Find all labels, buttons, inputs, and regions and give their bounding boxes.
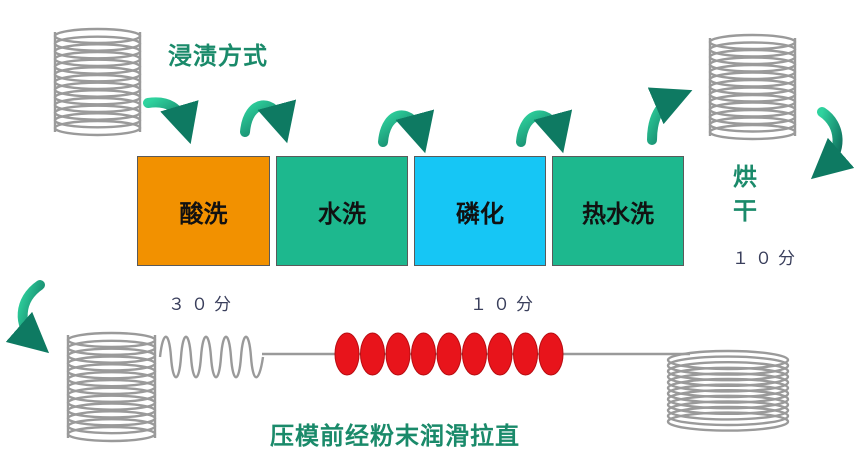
powder-bead (436, 332, 462, 376)
step-phosphating-label: 磷化 (456, 199, 504, 228)
powder-bead (411, 332, 436, 376)
step-hot-water-wash: 热水洗 (552, 156, 684, 266)
step-acid-wash: 酸洗 (137, 156, 270, 266)
arrow-to-phosphating (378, 109, 435, 154)
coil-bottom-right (666, 349, 790, 432)
arrow-from-drying (810, 107, 855, 180)
step-water-wash-label: 水洗 (318, 199, 366, 228)
powder-bead (513, 332, 538, 376)
powder-bead (538, 332, 564, 376)
arrow-to-water-wash (240, 99, 297, 144)
arrow-feed-in (143, 97, 199, 145)
step-hot-water-wash-label: 热水洗 (582, 199, 654, 228)
arrow-to-drawing (5, 280, 50, 354)
coil-top-right (708, 33, 797, 141)
drawing-label: 压模前经粉末润滑拉直 (270, 422, 520, 450)
coil-top-left (53, 27, 142, 137)
coil-bottom-left (66, 331, 265, 443)
powder-bead (462, 332, 487, 376)
powder-bead (334, 332, 360, 376)
arrow-to-drying (647, 87, 693, 145)
time-phosphating: １０分 (470, 295, 539, 315)
arrow-to-hot-water-wash (516, 109, 573, 154)
powder-beads (334, 332, 564, 376)
powder-bead (385, 332, 411, 376)
step-phosphating: 磷化 (414, 156, 546, 266)
time-drying: １０分 (732, 249, 801, 269)
step-acid-wash-label: 酸洗 (179, 199, 228, 228)
powder-bead (487, 332, 513, 376)
drying-label: 烘干 (733, 163, 757, 225)
step-water-wash: 水洗 (276, 156, 408, 266)
spring (158, 335, 265, 379)
powder-bead (360, 332, 385, 376)
time-acid-wash: ３０分 (168, 295, 237, 315)
process-title: 浸渍方式 (168, 42, 268, 70)
